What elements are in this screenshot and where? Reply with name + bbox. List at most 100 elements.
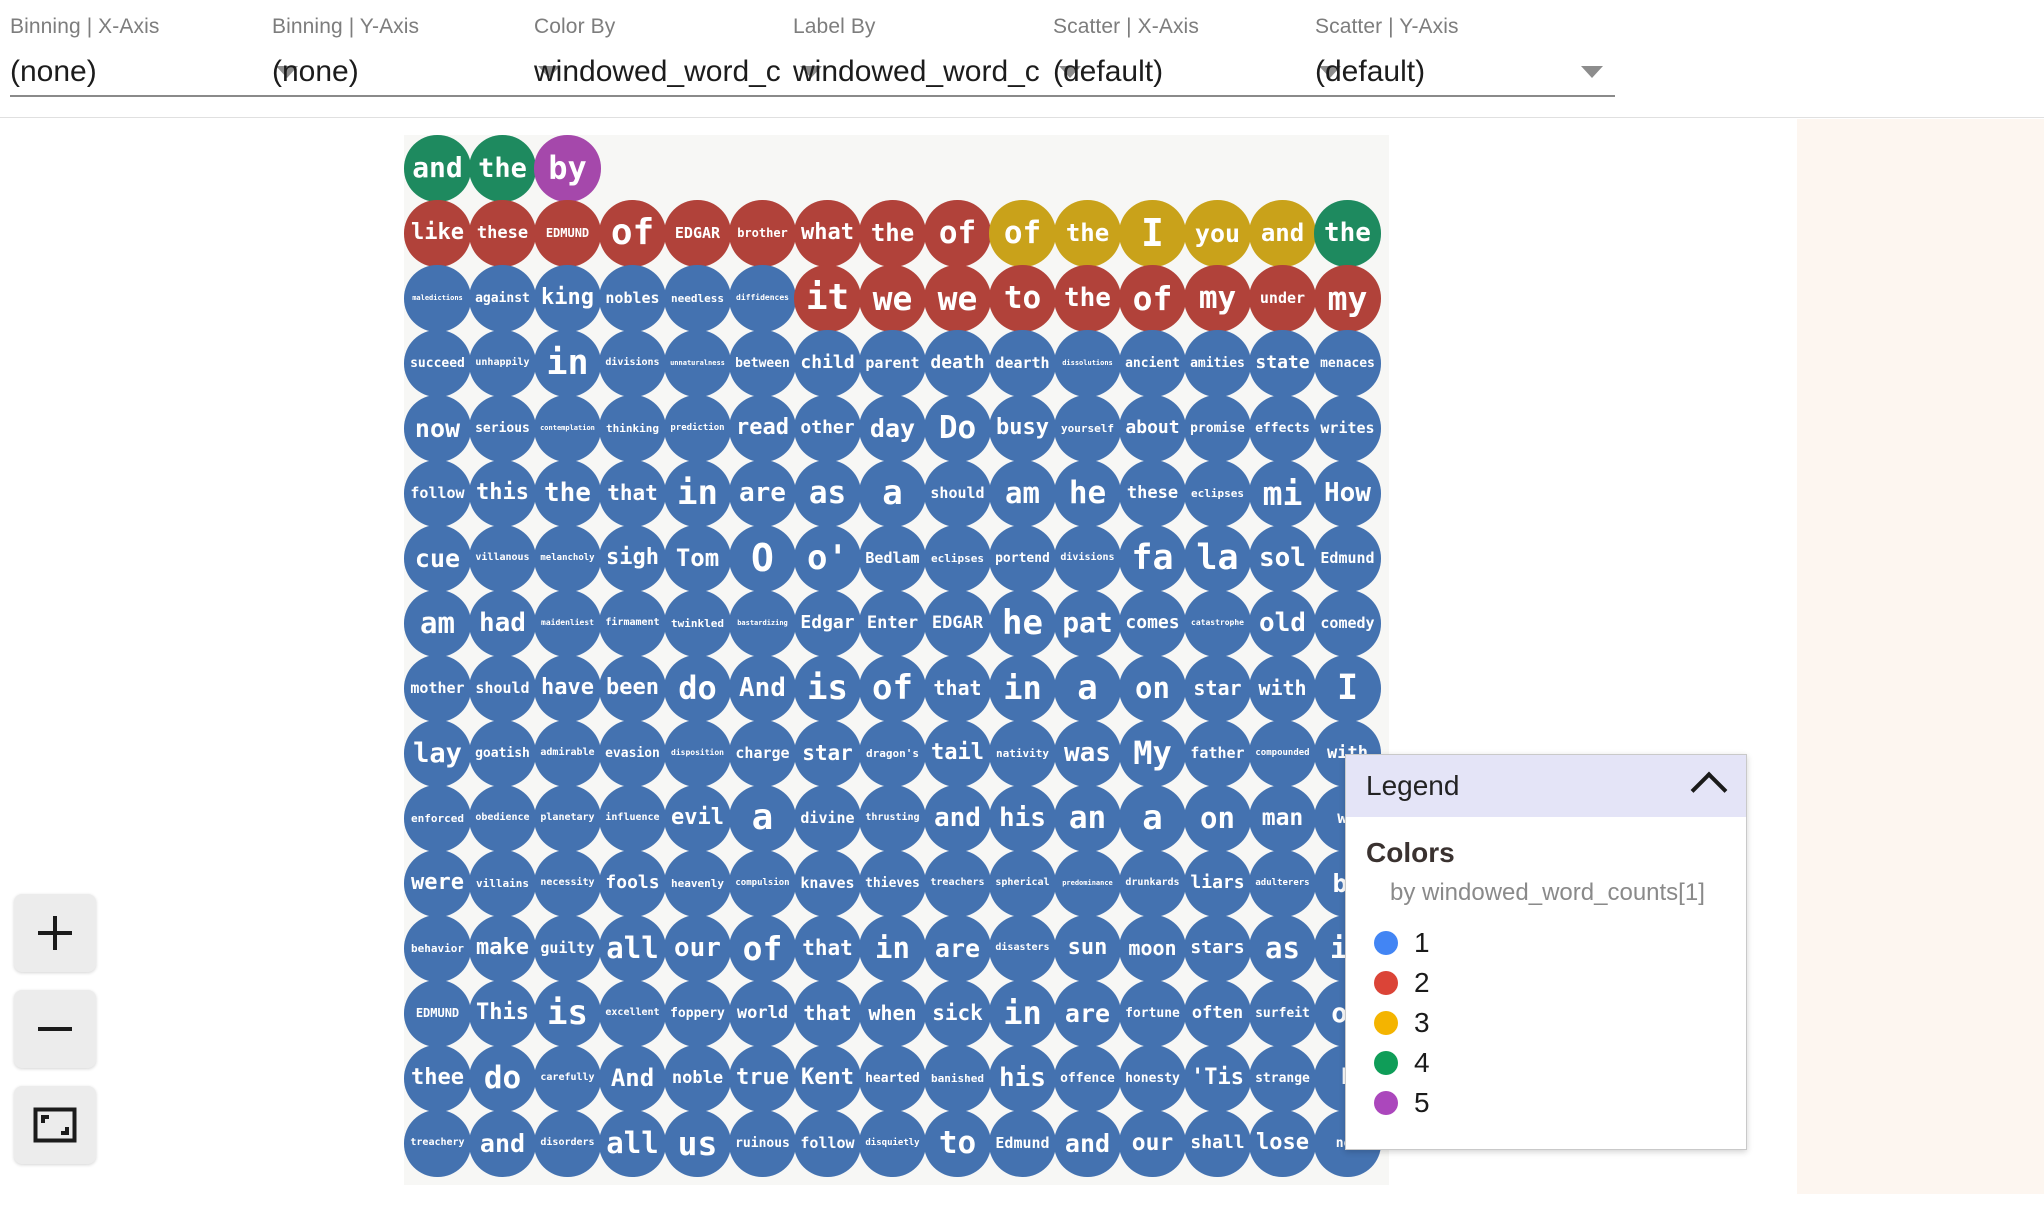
bubble-point[interactable]: in [534, 330, 601, 397]
bubble-point[interactable]: in [989, 655, 1056, 722]
binning-y-axis-control[interactable]: Binning | Y-Axis(none) [272, 14, 572, 97]
bubble-point[interactable]: and [469, 1110, 536, 1177]
bubble-point[interactable]: unhappily [469, 330, 536, 397]
bubble-point[interactable]: contemplation [534, 395, 601, 462]
bubble-point[interactable]: shall [1184, 1110, 1251, 1177]
bubble-point[interactable]: were [404, 850, 471, 917]
bubble-point[interactable]: tail [924, 720, 991, 787]
bubble-point[interactable]: king [534, 265, 601, 332]
bubble-point[interactable]: world [729, 980, 796, 1047]
fit-to-screen-button[interactable] [14, 1086, 96, 1164]
bubble-point[interactable]: la [1184, 525, 1251, 592]
bubble-point[interactable]: lose [1249, 1110, 1316, 1177]
bubble-point[interactable]: all [599, 915, 666, 982]
bubble-point[interactable]: should [469, 655, 536, 722]
chevron-down-icon[interactable] [1319, 66, 1341, 78]
bubble-point[interactable]: evasion [599, 720, 666, 787]
bubble-point[interactable]: enforced [404, 785, 471, 852]
bubble-point[interactable]: am [989, 460, 1056, 527]
bubble-point[interactable]: moon [1119, 915, 1186, 982]
label-by-select[interactable]: windowed_word_c [793, 49, 1093, 97]
bubble-point[interactable]: bastardizing [729, 590, 796, 657]
bubble-point[interactable]: charge [729, 720, 796, 787]
bubble-point[interactable]: death [924, 330, 991, 397]
bubble-point[interactable]: yourself [1054, 395, 1121, 462]
bubble-point[interactable]: that [599, 460, 666, 527]
bubble-point[interactable]: my [1184, 265, 1251, 332]
bubble-point[interactable]: is [794, 655, 861, 722]
bubble-point[interactable]: offence [1054, 1045, 1121, 1112]
bubble-point[interactable]: adulterers [1249, 850, 1316, 917]
bubble-point[interactable]: brother [729, 200, 796, 267]
bubble-point[interactable]: on [1119, 655, 1186, 722]
bubble-point[interactable]: divine [794, 785, 861, 852]
bubble-point[interactable]: disorders [534, 1110, 601, 1177]
bubble-point[interactable]: obedience [469, 785, 536, 852]
bubble-point[interactable]: eclipses [1184, 460, 1251, 527]
bubble-point[interactable]: necessity [534, 850, 601, 917]
bubble-point[interactable]: the [1054, 200, 1121, 267]
bubble-point[interactable]: succeed [404, 330, 471, 397]
bubble-point[interactable]: mi [1249, 460, 1316, 527]
bubble-point[interactable]: firmament [599, 590, 666, 657]
bubble-point[interactable]: and [924, 785, 991, 852]
bubble-point[interactable]: Tom [664, 525, 731, 592]
bubble-point[interactable]: when [859, 980, 926, 1047]
bubble-point[interactable]: a [1119, 785, 1186, 852]
bubble-point[interactable]: surfeit [1249, 980, 1316, 1047]
chevron-down-icon[interactable] [276, 66, 298, 78]
bubble-point[interactable]: comes [1119, 590, 1186, 657]
bubble-point[interactable]: make [469, 915, 536, 982]
bubble-point[interactable]: all [599, 1110, 666, 1177]
bubble-point[interactable]: against [469, 265, 536, 332]
bubble-point[interactable]: ancient [1119, 330, 1186, 397]
bubble-point[interactable]: and [404, 135, 471, 202]
bubble-point[interactable]: child [794, 330, 861, 397]
bubble-point[interactable]: admirable [534, 720, 601, 787]
bubble-point[interactable]: been [599, 655, 666, 722]
legend-header[interactable]: Legend [1346, 755, 1746, 817]
bubble-point[interactable]: banished [924, 1045, 991, 1112]
bubble-point[interactable]: a [729, 785, 796, 852]
bubble-point[interactable]: fortune [1119, 980, 1186, 1047]
bubble-point[interactable]: eclipses [924, 525, 991, 592]
bubble-point[interactable]: needless [664, 265, 731, 332]
bubble-point[interactable]: in [989, 980, 1056, 1047]
legend-item[interactable]: 5 [1346, 1083, 1746, 1123]
bubble-point[interactable]: you [1184, 200, 1251, 267]
bubble-point[interactable]: Edmund [1314, 525, 1381, 592]
bubble-point[interactable]: I [1314, 655, 1381, 722]
legend-item[interactable]: 4 [1346, 1043, 1746, 1083]
bubble-point[interactable]: Enter [859, 590, 926, 657]
bubble-point[interactable]: diffidences [729, 265, 796, 332]
bubble-point[interactable]: menaces [1314, 330, 1381, 397]
bubble-point[interactable]: a [1054, 655, 1121, 722]
zoom-in-button[interactable] [14, 894, 96, 972]
scatter-x-axis-control[interactable]: Scatter | X-Axis(default) [1053, 14, 1353, 97]
bubble-point[interactable]: the [1314, 200, 1381, 267]
bubble-point[interactable]: influence [599, 785, 666, 852]
bubble-point[interactable]: catastrophe [1184, 590, 1251, 657]
bubble-point[interactable]: day [859, 395, 926, 462]
zoom-out-button[interactable] [14, 990, 96, 1068]
bubble-point[interactable]: sick [924, 980, 991, 1047]
bubble-point[interactable]: lay [404, 720, 471, 787]
bubble-point[interactable]: nobles [599, 265, 666, 332]
bubble-point[interactable]: behavior [404, 915, 471, 982]
bubble-point[interactable]: that [794, 915, 861, 982]
bubble-point[interactable]: compulsion [729, 850, 796, 917]
bubble-point[interactable]: fools [599, 850, 666, 917]
bubble-point[interactable]: guilty [534, 915, 601, 982]
bubble-point[interactable]: like [404, 200, 471, 267]
bubble-point[interactable]: divisions [1054, 525, 1121, 592]
bubble-point[interactable]: had [469, 590, 536, 657]
bubble-point[interactable]: I [1119, 200, 1186, 267]
bubble-point[interactable]: man [1249, 785, 1316, 852]
bubble-point[interactable]: follow [794, 1110, 861, 1177]
bubble-point[interactable]: villanous [469, 525, 536, 592]
bubble-point[interactable]: as [794, 460, 861, 527]
bubble-point[interactable]: And [599, 1045, 666, 1112]
bubble-point[interactable]: in [664, 460, 731, 527]
bubble-point[interactable]: disquietly [859, 1110, 926, 1177]
bubble-point[interactable]: a [859, 460, 926, 527]
